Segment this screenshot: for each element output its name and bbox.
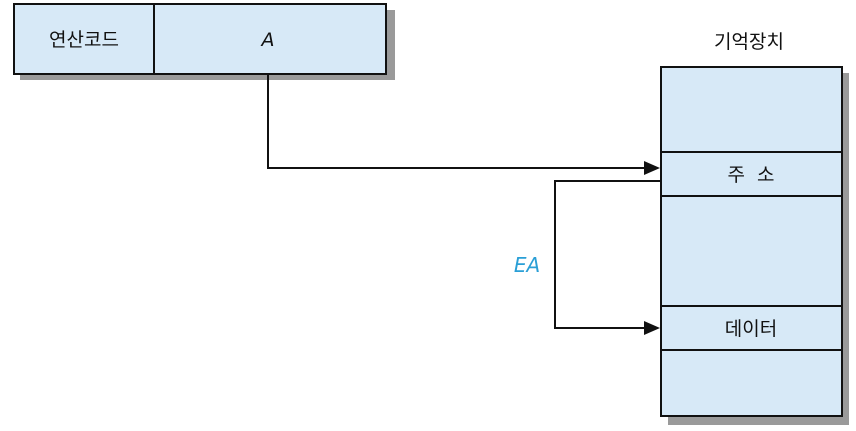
memory-top-region [660, 66, 843, 153]
arrow-head [644, 161, 660, 175]
memory-title: 기억장치 [714, 31, 784, 53]
memory-block: 기억장치 주 소 데이터 [660, 31, 849, 425]
address-label: A [260, 29, 275, 51]
memory-middle-region [660, 195, 843, 307]
opcode-field [13, 3, 155, 75]
memory-address-cell [660, 151, 843, 197]
instruction-format: 연산코드 A [13, 3, 395, 80]
pointer-arrow [267, 74, 660, 175]
arrow-head [644, 321, 660, 335]
effective-address-arrow: EA [514, 180, 661, 335]
address-cell-label: 주 소 [727, 164, 774, 186]
address-field [153, 3, 387, 75]
data-cell-label: 데이터 [725, 318, 777, 340]
effective-address-label: EA [514, 253, 540, 277]
memory-bottom-region [660, 349, 843, 417]
opcode-label: 연산코드 [49, 29, 119, 51]
